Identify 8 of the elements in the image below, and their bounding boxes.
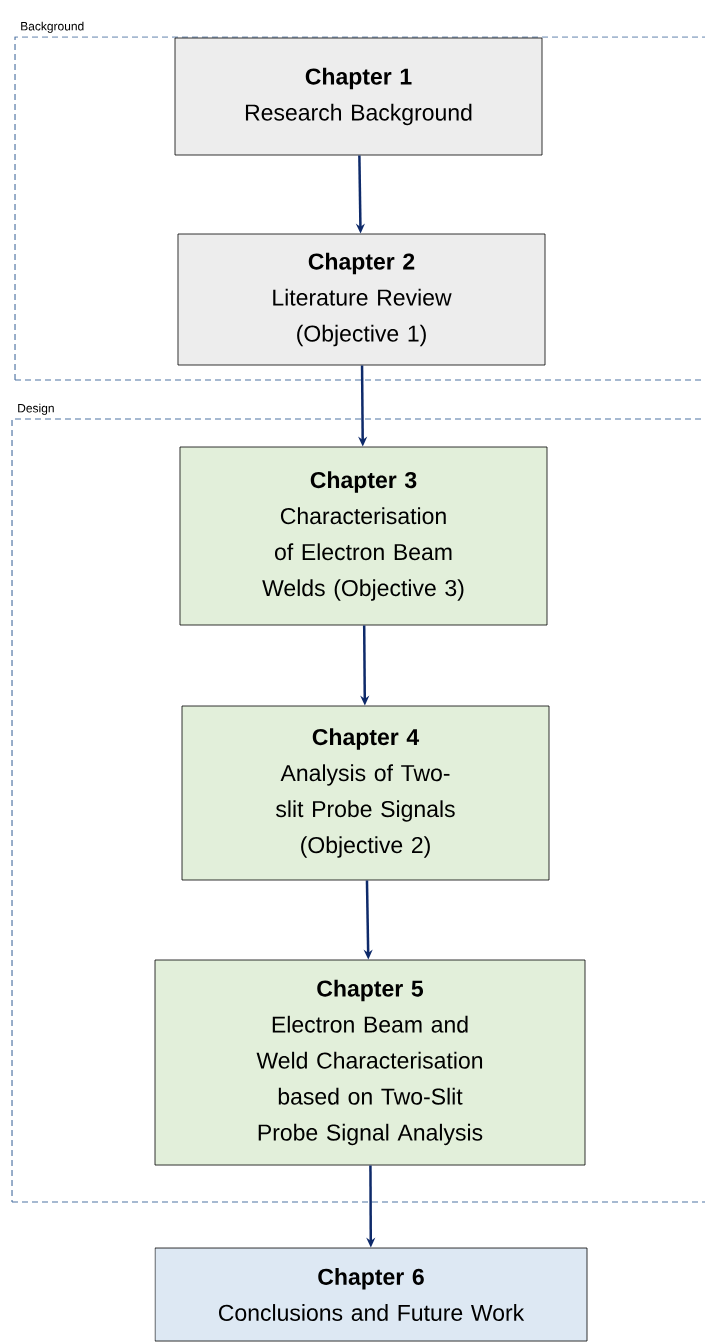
chapter-box: Chapter 4 Analysis of Two-slit Probe Signals (Objective 2) — [181, 705, 550, 881]
chapter-box: Chapter 1 Research Background — [174, 37, 543, 156]
chapter-box: Chapter 6 Conclusions and Future Work — [154, 1247, 588, 1342]
chapter-box: Chapter 2 Literature Review (Objective 1) — [177, 233, 546, 366]
node-label: Background — [21, 21, 84, 33]
chapter-box: Chapter 3 Characterisation of Electron Beam Welds (Objective 3) — [179, 446, 548, 626]
chapter-box: Chapter 5 Electron Beam and Weld Characterisation based on Two-Slit Probe Signal Analysis — [154, 959, 586, 1166]
node-label: Design — [18, 403, 54, 415]
